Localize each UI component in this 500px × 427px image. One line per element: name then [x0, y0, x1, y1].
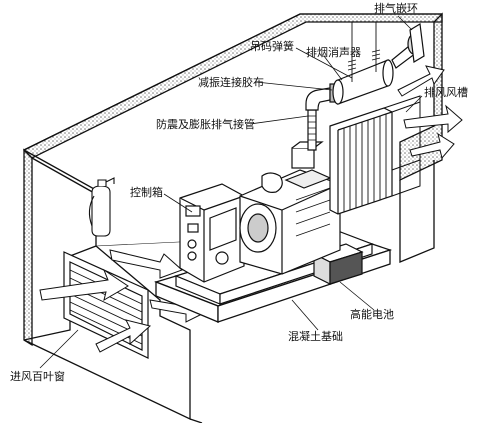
exhaust-pipe-system	[305, 22, 425, 151]
diesel-engine	[239, 141, 341, 275]
battery	[312, 243, 364, 285]
label-concrete-base: 混凝土基础	[288, 330, 343, 343]
label-intake-louver: 进风百叶窗	[10, 370, 65, 383]
exhaust-airflow-arrows	[397, 65, 463, 160]
label-exhaust-ring: 排气嵌环	[374, 2, 418, 15]
radiator	[329, 107, 393, 215]
leader-lines	[39, 15, 423, 369]
label-damping-rubber: 减振连接胶布	[198, 76, 264, 89]
label-hanger-spring: 吊码弹簧	[250, 40, 294, 53]
intake-airflow-arrows	[39, 249, 207, 353]
exhaust-duct	[383, 95, 421, 197]
control-box	[179, 183, 245, 283]
label-exhaust-muffler: 排烟消声器	[306, 46, 361, 59]
label-exhaust-vent: 排风风槽	[424, 86, 468, 99]
label-control-box: 控制箱	[130, 186, 163, 199]
label-battery: 高能电池	[350, 308, 394, 321]
label-anti-vibration-pipe: 防震及膨胀排气接管	[156, 118, 255, 131]
fire-extinguisher-icon	[88, 177, 115, 237]
